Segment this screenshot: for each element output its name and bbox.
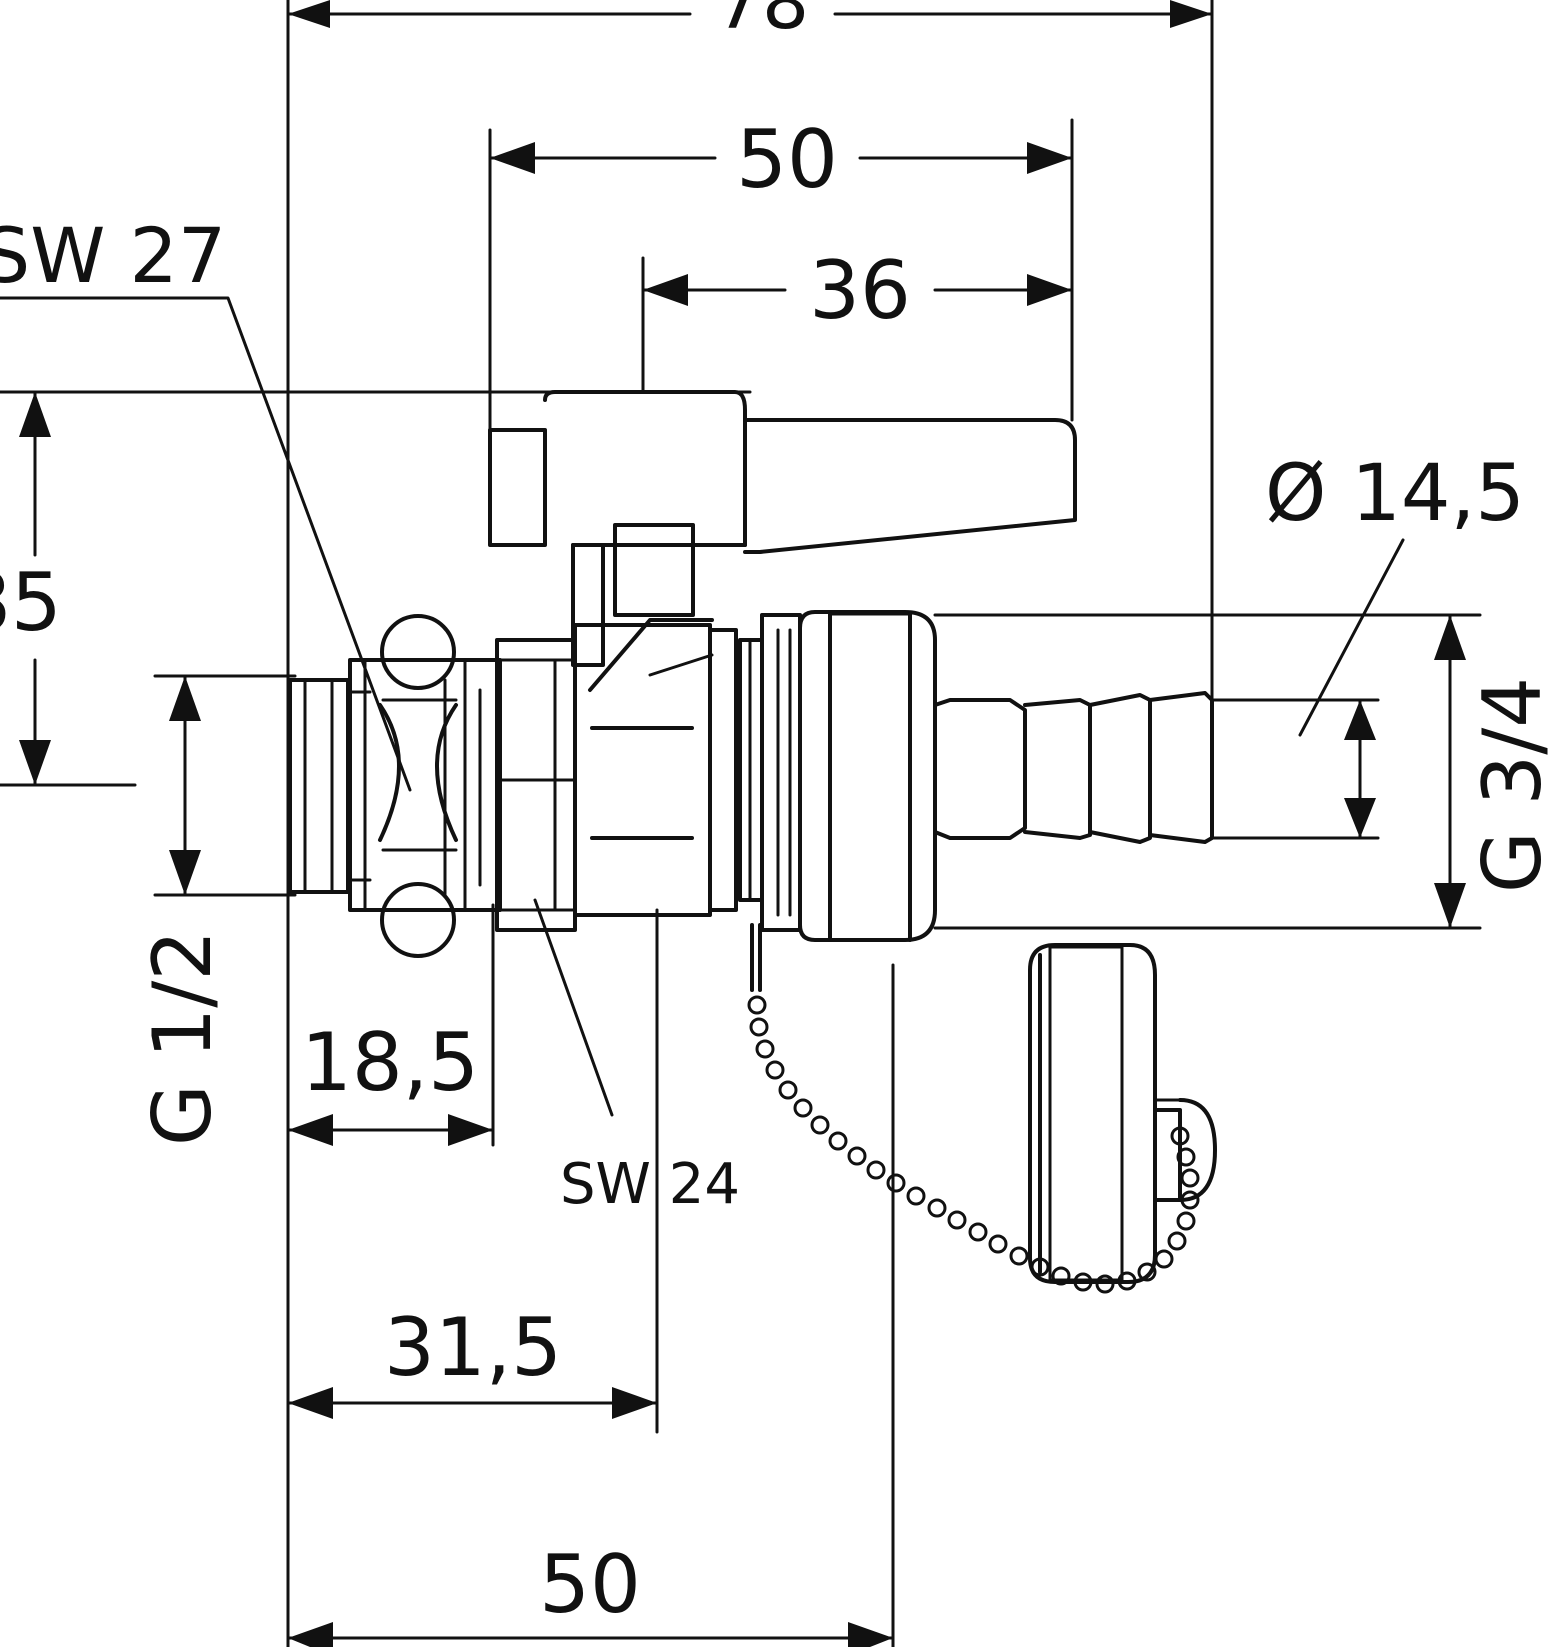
dim-line-g12 — [169, 674, 201, 897]
extension-lines — [0, 0, 1482, 1647]
dim-line-85 — [19, 390, 51, 787]
dim-line-50-top — [488, 142, 1074, 174]
protective-cap — [1028, 943, 1217, 1284]
dim-nut-size-middle: SW 24 — [560, 1152, 740, 1217]
ball-valve-housing — [573, 618, 764, 917]
dim-line-18-5 — [286, 1114, 495, 1146]
leader-lines — [0, 296, 1405, 1117]
dim-handle-reach: 50 — [736, 113, 838, 206]
hex-nut-sw24 — [495, 638, 577, 932]
dim-line-50-bottom — [286, 1622, 895, 1647]
dim-line-78 — [286, 0, 1214, 28]
dim-thread-length: 18,5 — [301, 1016, 479, 1109]
dim-to-coupling: 50 — [539, 1538, 641, 1631]
dim-to-valve-axis: 31,5 — [384, 1301, 562, 1394]
lever-handle — [488, 390, 1077, 667]
knurled-coupling — [760, 610, 937, 942]
dim-height: 85 — [0, 556, 62, 649]
dim-hose-diameter: Ø 14,5 — [1265, 449, 1525, 539]
dim-line-g34 — [1434, 613, 1466, 930]
valve-body — [288, 390, 1214, 992]
dim-overall-length: 78 — [715, 0, 809, 46]
dim-thread-outlet: G 3/4 — [1466, 677, 1559, 893]
ball-chain — [747, 995, 1200, 1294]
dim-line-d145 — [1344, 698, 1376, 840]
dim-thread-inlet: G 1/2 — [136, 930, 229, 1146]
dim-line-31-5 — [286, 1387, 659, 1419]
dim-line-36 — [641, 274, 1074, 306]
dim-nut-size-left: SW 27 — [0, 211, 226, 300]
dim-lever-offset: 36 — [809, 244, 911, 337]
hose-barb — [933, 691, 1214, 844]
hex-nut-sw27 — [348, 614, 502, 958]
